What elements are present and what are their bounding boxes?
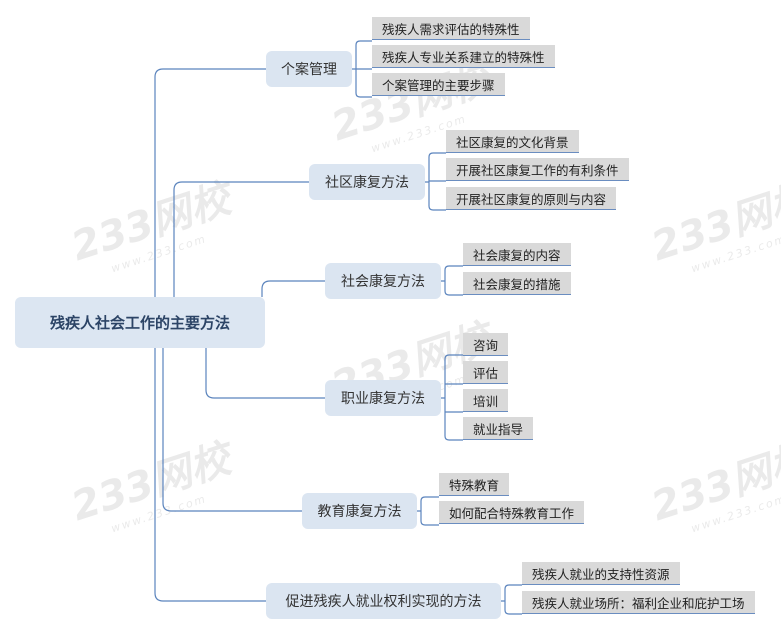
leaf-topic[interactable]: 个案管理的主要步骤 xyxy=(372,73,505,96)
connector-branch-6 xyxy=(154,348,266,602)
bracket-2 xyxy=(425,152,446,211)
branch-vocational-rehab[interactable]: 职业康复方法 xyxy=(325,380,441,416)
connector-branch-4 xyxy=(205,348,325,399)
leaf-topic[interactable]: 评估 xyxy=(463,361,509,384)
branch-case-management[interactable]: 个案管理 xyxy=(266,51,352,87)
bracket-3 xyxy=(441,265,463,296)
leaf-topic[interactable]: 社会康复的内容 xyxy=(463,243,571,266)
bracket-1 xyxy=(352,40,372,98)
bracket-6 xyxy=(501,584,522,615)
leaf-topic[interactable]: 就业指导 xyxy=(463,417,534,440)
branch-social-rehab[interactable]: 社会康复方法 xyxy=(325,263,441,299)
leaf-topic[interactable]: 社会康复的措施 xyxy=(463,272,571,295)
bracket-5 xyxy=(417,496,439,526)
connector-branch-2 xyxy=(173,181,309,297)
leaf-topic[interactable]: 残疾人就业的支持性资源 xyxy=(522,562,680,585)
leaf-topic[interactable]: 残疾人就业场所：福利企业和庇护工场 xyxy=(522,591,755,614)
leaf-topic[interactable]: 开展社区康复工作的有利条件 xyxy=(446,158,629,181)
branch-employment-rights[interactable]: 促进残疾人就业权利实现的方法 xyxy=(266,583,501,619)
leaf-topic[interactable]: 培训 xyxy=(463,389,509,412)
leaf-topic[interactable]: 残疾人专业关系建立的特殊性 xyxy=(372,45,555,68)
leaf-topic[interactable]: 残疾人需求评估的特殊性 xyxy=(372,17,530,40)
leaf-topic[interactable]: 开展社区康复的原则与内容 xyxy=(446,187,617,210)
connector-branch-3 xyxy=(261,280,325,297)
branch-education-rehab[interactable]: 教育康复方法 xyxy=(302,493,417,529)
connector-branch-1 xyxy=(154,68,266,297)
leaf-topic[interactable]: 特殊教育 xyxy=(439,473,510,496)
root-topic[interactable]: 残疾人社会工作的主要方法 xyxy=(15,297,265,348)
leaf-topic[interactable]: 如何配合特殊教育工作 xyxy=(439,501,585,524)
connector-branch-5 xyxy=(162,348,302,512)
branch-community-rehab[interactable]: 社区康复方法 xyxy=(309,164,425,200)
bracket-4 xyxy=(441,354,463,441)
leaf-topic[interactable]: 社区康复的文化背景 xyxy=(446,130,579,153)
leaf-topic[interactable]: 咨询 xyxy=(463,333,509,356)
